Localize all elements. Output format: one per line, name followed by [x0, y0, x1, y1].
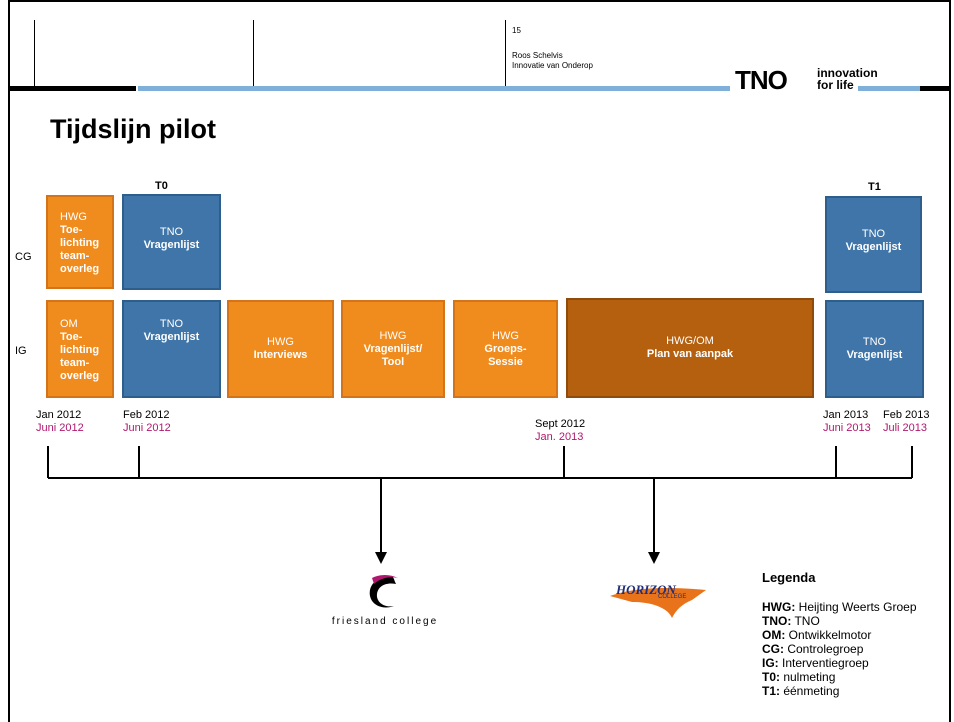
friesland-college-logo: friesland college	[310, 572, 460, 632]
header-band-black-end	[920, 86, 949, 91]
legend-item: T1: éénmeting	[762, 684, 917, 698]
box-line-2: Vragenlijst/ Tool	[363, 342, 423, 368]
row-label-cg: CG	[15, 251, 32, 263]
date-alt: Juni 2013	[823, 422, 871, 434]
date-alt: Juli 2013	[883, 422, 928, 434]
legend-key: OM:	[762, 628, 786, 642]
date-jan-2012: Jan 2012 Juni 2012	[36, 409, 84, 435]
box-ig-tno-vragenlijst-t1: TNO Vragenlijst	[825, 300, 924, 398]
date-main: Sept 2012	[535, 418, 586, 430]
box-line-1: TNO	[862, 336, 887, 348]
legend-key: T1:	[762, 684, 780, 698]
box-line-1: HWG	[492, 329, 519, 342]
legend-item: IG: Interventiegroep	[762, 656, 917, 670]
horizon-college-logo: HORIZON COLLEGE	[602, 570, 712, 620]
page-number: 15	[512, 26, 521, 35]
box-line-2: Vragenlijst	[143, 331, 200, 343]
box-line-1: TNO	[159, 226, 184, 238]
box-line-2: Interviews	[253, 349, 308, 361]
header-divider	[34, 20, 35, 86]
date-alt: Juni 2012	[123, 422, 171, 434]
legend-key: CG:	[762, 642, 784, 656]
box-cg-hwg-toelichting: HWG Toe- lichting team- overleg	[46, 195, 114, 289]
tno-tagline-2: for life	[817, 78, 854, 92]
horizon-sub: COLLEGE	[658, 594, 687, 600]
header-divider	[253, 20, 254, 86]
legend-value: Ontwikkelmotor	[785, 628, 872, 642]
date-main: Jan 2013	[823, 409, 869, 421]
author: Roos Schelvis	[512, 51, 563, 60]
date-feb-2012: Feb 2012 Juni 2012	[123, 409, 171, 435]
friesland-swoosh-icon	[369, 575, 398, 608]
legend-key: T0:	[762, 670, 780, 684]
legend-key: HWG:	[762, 600, 796, 614]
box-line-2: Toe- lichting team- overleg	[60, 331, 100, 382]
box-line-1: TNO	[159, 318, 184, 330]
box-line-2: Plan van aanpak	[646, 348, 734, 360]
friesland-college-text: friesland college	[331, 616, 439, 627]
box-cg-tno-vragenlijst-t1: TNO Vragenlijst	[825, 196, 922, 293]
box-line-2: Vragenlijst	[143, 239, 200, 251]
box-ig-hwg-interviews: HWG Interviews	[227, 300, 334, 398]
marker-t0: T0	[155, 180, 168, 192]
tno-logo: TNO innovation for life	[735, 65, 878, 96]
legend-key: IG:	[762, 656, 779, 670]
legend-key: TNO:	[762, 614, 792, 628]
row-label-ig: IG	[15, 345, 27, 357]
box-ig-plan-van-aanpak: HWG/OM Plan van aanpak	[566, 298, 814, 398]
legend-item: CG: Controlegroep	[762, 642, 917, 656]
horizon-shape-icon	[610, 588, 706, 618]
date-jan-2013: Jan 2013 Juni 2013	[823, 409, 871, 435]
box-line-2: Vragenlijst	[846, 349, 903, 361]
header-band-black	[10, 86, 136, 91]
legend-value: Controlegroep	[784, 642, 864, 656]
box-line-1: OM	[60, 318, 78, 330]
legend-item: HWG: Heijting Weerts Groep	[762, 600, 917, 614]
slide-title: Tijdslijn pilot	[50, 114, 216, 144]
box-line-2: Toe- lichting team- overleg	[60, 224, 100, 275]
box-line-2: Vragenlijst	[845, 241, 902, 253]
box-line-1: HWG	[60, 211, 87, 223]
marker-t1: T1	[868, 181, 881, 193]
header-divider	[505, 20, 506, 86]
date-feb-2013: Feb 2013 Juli 2013	[883, 409, 929, 435]
legend-item: T0: nulmeting	[762, 670, 917, 684]
box-cg-tno-vragenlijst-t0: TNO Vragenlijst	[122, 194, 221, 290]
box-line-1: HWG	[267, 336, 294, 348]
legend-title: Legenda	[762, 570, 816, 585]
date-main: Jan 2012	[36, 409, 82, 421]
legend-value: Interventiegroep	[778, 656, 869, 670]
legend-item: OM: Ontwikkelmotor	[762, 628, 917, 642]
date-alt: Juni 2012	[36, 422, 84, 434]
box-ig-om-toelichting: OM Toe- lichting team- overleg	[46, 300, 114, 398]
box-ig-tno-vragenlijst-t0: TNO Vragenlijst	[122, 300, 221, 398]
legend-value: éénmeting	[780, 684, 840, 698]
box-line-1: TNO	[861, 228, 886, 240]
header-band-blue	[138, 86, 730, 91]
legend-list: HWG: Heijting Weerts Groep TNO: TNO OM: …	[762, 600, 917, 698]
date-main: Feb 2012	[123, 409, 170, 421]
box-ig-hwg-groepssessie: HWG Groeps- Sessie	[453, 300, 558, 398]
box-line-1: HWG/OM	[666, 335, 714, 347]
tno-wordmark: TNO	[735, 65, 788, 95]
slide-frame	[8, 0, 951, 722]
box-ig-hwg-vragenlijst-tool: HWG Vragenlijst/ Tool	[341, 300, 445, 398]
legend-item: TNO: TNO	[762, 614, 917, 628]
date-alt: Jan. 2013	[535, 431, 584, 443]
box-line-1: HWG	[379, 329, 407, 342]
tno-tagline-1: innovation	[817, 66, 878, 80]
date-sept-2012: Sept 2012 Jan. 2013	[535, 418, 585, 444]
date-main: Feb 2013	[883, 409, 930, 421]
header-band-blue-2	[858, 86, 920, 91]
legend-value: TNO	[791, 614, 820, 628]
presentation-subtitle: Innovatie van Onderop	[512, 61, 593, 70]
legend-value: nulmeting	[780, 670, 836, 684]
box-line-2: Groeps- Sessie	[484, 342, 527, 368]
legend-value: Heijting Weerts Groep	[795, 600, 917, 614]
horizon-wordmark: HORIZON	[616, 582, 676, 597]
